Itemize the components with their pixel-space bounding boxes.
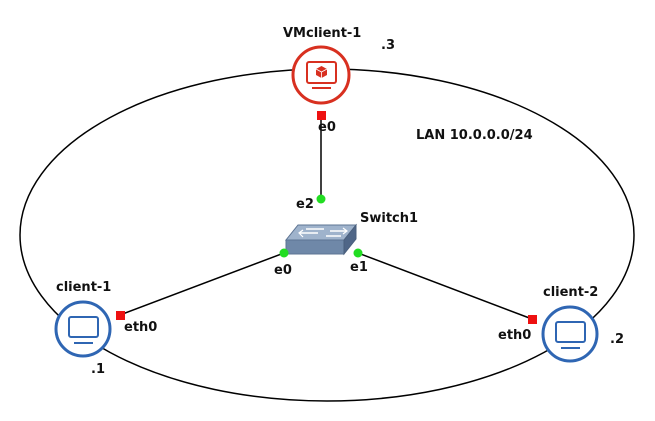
client1-ip: .1 bbox=[91, 362, 105, 377]
port-status-switch-e2 bbox=[316, 194, 326, 204]
link-client1-switch[interactable] bbox=[119, 252, 285, 316]
node-vmclient-1[interactable]: VMclient-1 .3 bbox=[283, 26, 395, 105]
port-status-client2-eth0 bbox=[528, 315, 537, 324]
lan-label: LAN 10.0.0.0/24 bbox=[416, 128, 533, 143]
vmclient-ip: .3 bbox=[381, 38, 395, 53]
ethernet-switch-icon bbox=[284, 223, 358, 256]
node-client-1[interactable]: client-1 .1 bbox=[54, 280, 112, 377]
vm-monitor-cube-icon bbox=[306, 61, 337, 89]
port-label-switch-e1: e1 bbox=[350, 260, 368, 275]
port-label-client1-eth0: eth0 bbox=[124, 320, 157, 335]
node-client-2[interactable]: client-2 .2 bbox=[541, 285, 624, 363]
port-status-client1-eth0 bbox=[116, 311, 125, 320]
monitor-icon bbox=[555, 321, 586, 349]
client1-node-ring bbox=[54, 300, 112, 358]
port-label-switch-e0: e0 bbox=[274, 263, 292, 278]
port-label-vmclient-e0: e0 bbox=[318, 120, 336, 135]
port-status-switch-e1 bbox=[353, 248, 363, 258]
port-label-client2-eth0: eth0 bbox=[498, 328, 531, 343]
port-label-switch-e2: e2 bbox=[296, 197, 314, 212]
switch-name: Switch1 bbox=[360, 211, 418, 226]
monitor-icon bbox=[68, 316, 99, 344]
link-client2-switch[interactable] bbox=[357, 252, 533, 320]
client2-node-ring bbox=[541, 305, 599, 363]
vmclient-name: VMclient-1 bbox=[283, 26, 361, 41]
client2-ip: .2 bbox=[610, 332, 624, 347]
port-status-switch-e0 bbox=[279, 248, 289, 258]
client1-name: client-1 bbox=[56, 280, 111, 295]
port-status-vmclient-e0 bbox=[317, 111, 326, 120]
client2-name: client-2 bbox=[543, 285, 598, 300]
node-switch-1[interactable]: Switch1 bbox=[284, 211, 418, 256]
